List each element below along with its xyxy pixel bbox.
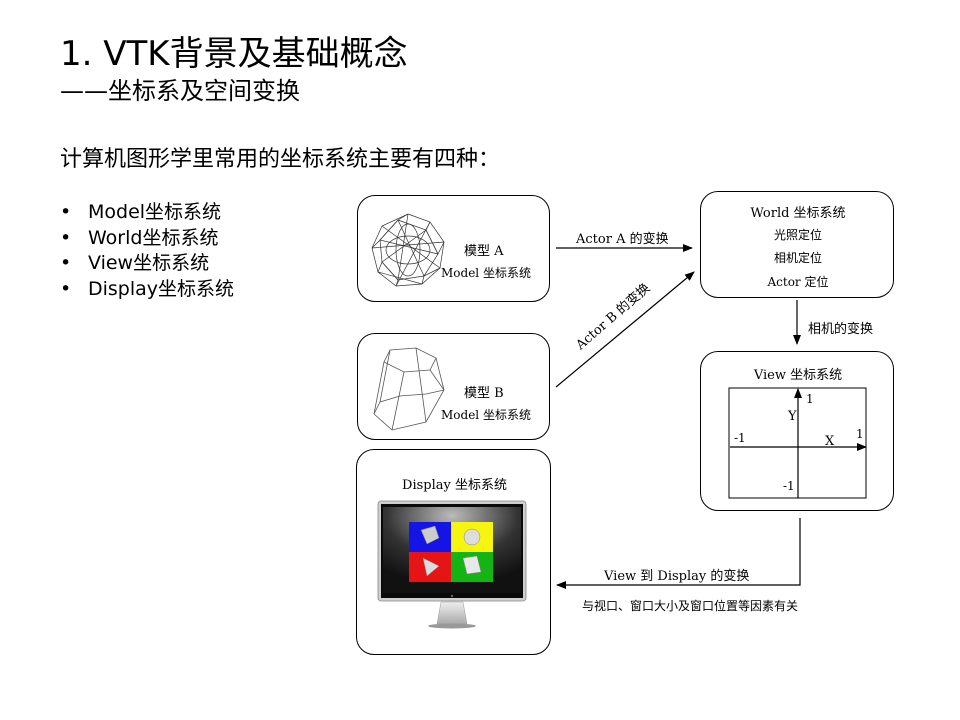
- tick-bottom: -1: [783, 479, 795, 493]
- world-box: World 坐标系统 光照定位 相机定位 Actor 定位: [700, 191, 894, 298]
- actor-b-arrow: [555, 271, 695, 388]
- view-title: View 坐标系统: [753, 368, 843, 383]
- tick-right: 1: [856, 427, 864, 441]
- model-b-box: 模型 B Model 坐标系统: [357, 333, 550, 440]
- model-b-system: Model 坐标系统: [441, 408, 531, 422]
- sphere-wireframe-icon: [371, 213, 445, 287]
- world-item-camera: 相机定位: [773, 251, 822, 265]
- hexagonal-prism-wireframe-icon: [373, 347, 445, 431]
- world-item-lighting: 光照定位: [773, 228, 822, 242]
- list-item: •Display坐标系统: [60, 277, 234, 303]
- bullet-icon: •: [60, 277, 72, 300]
- coordinate-system-list: •Model坐标系统 •World坐标系统 •View坐标系统 •Display…: [60, 200, 234, 302]
- bullet-icon: •: [60, 252, 72, 274]
- view-to-display-label: View 到 Display 的变换: [604, 569, 750, 584]
- view-to-display-note: 与视口、窗口大小及窗口位置等因素有关: [582, 599, 799, 613]
- display-title: Display 坐标系统: [402, 478, 507, 493]
- x-axis-label: X: [825, 434, 835, 449]
- y-axis-label: Y: [788, 409, 797, 424]
- slide-title: 1. VTK背景及基础概念: [60, 34, 408, 74]
- model-b-name: 模型 B: [464, 386, 504, 401]
- tick-top: 1: [806, 392, 814, 406]
- tick-left: -1: [734, 431, 746, 445]
- display-box: Display 坐标系统: [356, 449, 551, 655]
- view-box: View 坐标系统: [700, 351, 894, 511]
- model-a-box: 模型 A Model 坐标系统: [357, 195, 550, 302]
- list-item: •World坐标系统: [60, 226, 234, 252]
- slide-subtitle: ——坐标系及空间变换: [60, 77, 300, 105]
- intro-text: 计算机图形学里常用的坐标系统主要有四种：: [60, 147, 501, 172]
- world-item-actor: Actor 定位: [767, 275, 829, 289]
- view-to-display-arrow: [556, 518, 801, 589]
- list-item: •Model坐标系统: [60, 200, 234, 226]
- actor-a-label: Actor A 的变换: [576, 232, 669, 247]
- world-title: World 坐标系统: [750, 206, 846, 221]
- model-a-system: Model 坐标系统: [441, 266, 531, 280]
- list-item: •View坐标系统: [60, 251, 234, 277]
- model-a-name: 模型 A: [464, 244, 504, 259]
- bullet-icon: •: [60, 201, 72, 223]
- bullet-icon: •: [60, 226, 72, 249]
- camera-label: 相机的变换: [808, 322, 874, 337]
- monitor-icon: [377, 500, 527, 629]
